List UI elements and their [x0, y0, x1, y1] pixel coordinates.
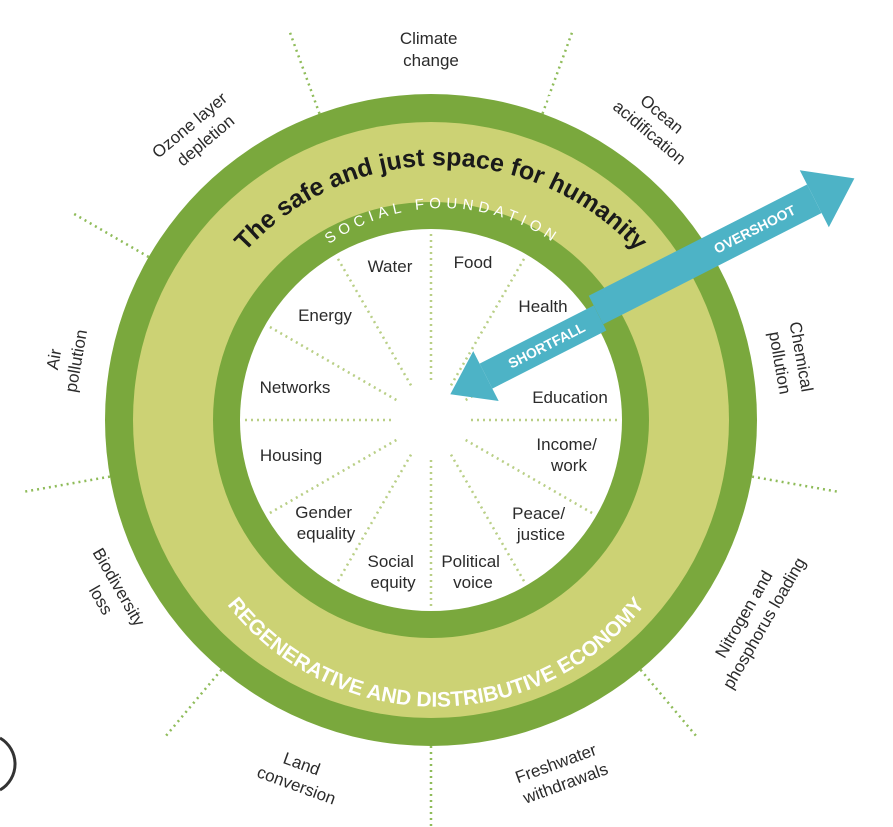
eco-label-chemical-pollution: Chemical pollution: [764, 320, 818, 402]
social-label-health: Health: [518, 297, 567, 316]
eco-spoke: [745, 474, 837, 493]
social-label-peace-justice: Peace/ justice: [512, 504, 570, 544]
social-label-gender-equality: Gender equality: [295, 503, 356, 543]
social-label-water: Water: [368, 257, 413, 276]
social-label-political-voice: Political voice: [441, 552, 504, 592]
eco-label-climate-change: Climate change: [400, 29, 462, 70]
eco-spoke: [635, 664, 697, 737]
social-shortfall-area: [240, 229, 622, 611]
social-label-networks: Networks: [260, 378, 331, 397]
partial-circle-edge: [0, 736, 17, 792]
eco-label-land-conversion: Land conversion: [254, 742, 345, 809]
eco-spoke: [165, 664, 227, 737]
social-label-income-work: Income/ work: [536, 435, 601, 475]
eco-spoke: [73, 212, 155, 262]
eco-label-ocean-acidification: Ocean acidification: [609, 80, 703, 169]
social-label-social-equity: Social equity: [367, 552, 418, 592]
eco-label-freshwater-withdrawals: Freshwater withdrawals: [512, 739, 611, 808]
social-spoke: [449, 254, 528, 386]
social-spoke: [465, 438, 597, 517]
social-spoke: [265, 323, 397, 402]
social-spoke: [265, 438, 397, 517]
social-label-education: Education: [532, 388, 608, 407]
shortfall-arrow: SHORTFALL: [450, 305, 607, 402]
social-dimension-labels: Water Food Health Education Income/ work…: [260, 253, 608, 592]
social-spoke: [449, 454, 528, 586]
social-spoke: [334, 454, 413, 586]
eco-label-air-pollution: Air pollution: [40, 324, 91, 393]
social-label-food: Food: [454, 253, 493, 272]
social-spoke: [334, 254, 413, 386]
eco-spoke: [25, 474, 117, 493]
social-label-housing: Housing: [260, 446, 322, 465]
social-label-energy: Energy: [298, 306, 352, 325]
